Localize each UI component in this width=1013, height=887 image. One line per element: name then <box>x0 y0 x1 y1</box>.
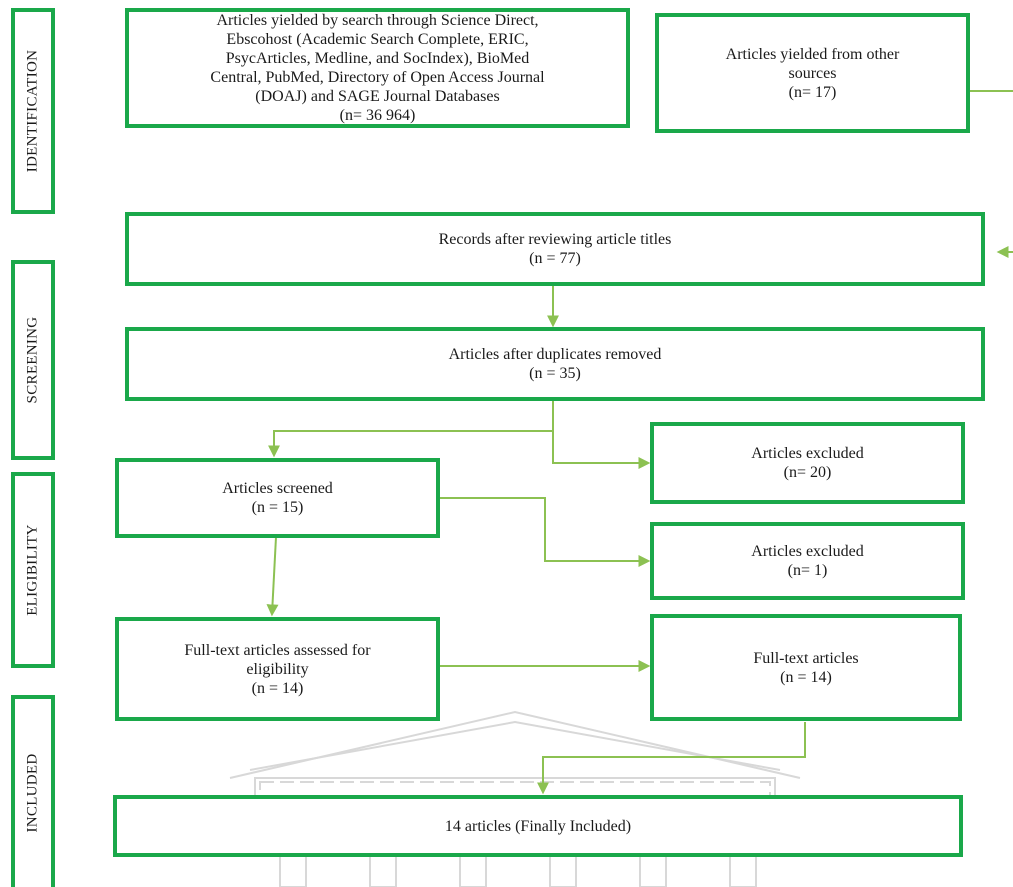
arrow-screened-to-fulltext-assessed <box>266 536 279 617</box>
stage-eligibility-label: ELIGIBILITY <box>24 524 41 616</box>
arrow-duplicates-to-screened <box>268 401 554 458</box>
box-database-search: Articles yielded by search through Scien… <box>125 8 630 128</box>
stage-screening-label: SCREENING <box>24 316 41 404</box>
box-articles-screened: Articles screened (n = 15) <box>115 458 440 538</box>
box-full-text-assessed: Full-text articles assessed for eligibil… <box>115 617 440 721</box>
box-duplicates-removed: Articles after duplicates removed (n = 3… <box>125 327 985 401</box>
arrow-fulltext-to-included <box>537 722 806 795</box>
arrow-duplicates-to-excluded <box>552 431 651 469</box>
stage-eligibility: ELIGIBILITY <box>11 472 55 668</box>
box-excluded-eligibility: Articles excluded (n= 1) <box>650 522 965 600</box>
arrow-screened-to-excluded <box>440 497 651 567</box>
stage-identification-label: IDENTIFICATION <box>24 49 41 173</box>
stage-identification: IDENTIFICATION <box>11 8 55 214</box>
box-finally-included: 14 articles (Finally Included) <box>113 795 963 857</box>
stage-included: INCLUDED <box>11 695 55 887</box>
box-other-sources: Articles yielded from other sources (n= … <box>655 13 970 133</box>
stage-included-label: INCLUDED <box>24 753 41 833</box>
box-titles-reviewed: Records after reviewing article titles (… <box>125 212 985 286</box>
box-excluded-screening: Articles excluded (n= 20) <box>650 422 965 504</box>
stage-screening: SCREENING <box>11 260 55 460</box>
box-full-text: Full-text articles (n = 14) <box>650 614 962 721</box>
